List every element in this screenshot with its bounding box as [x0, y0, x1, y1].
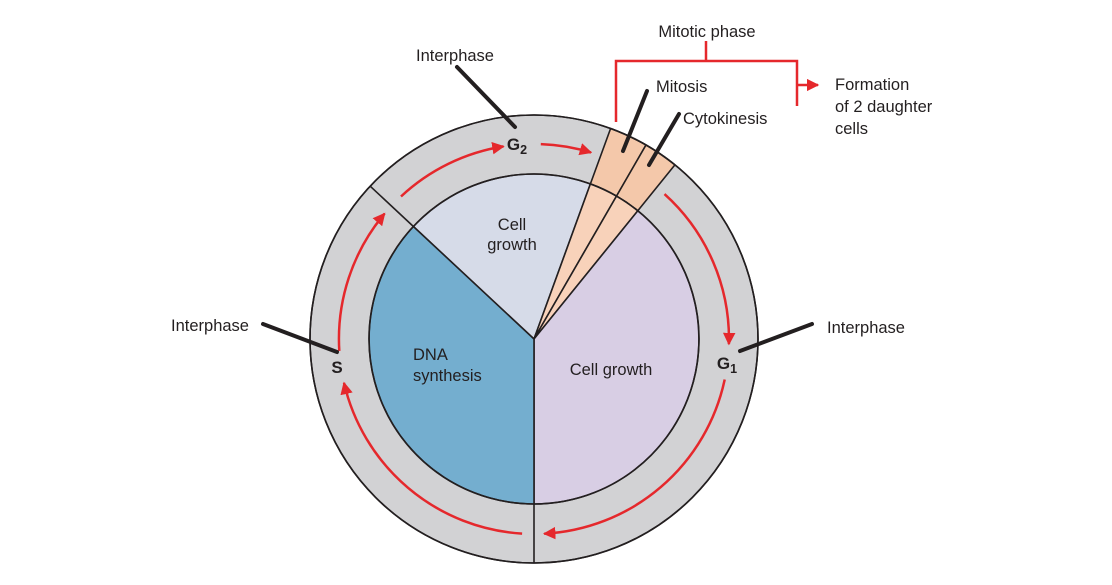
ring-label-g1: G1 — [717, 354, 737, 376]
ring-label-g2: G2 — [507, 135, 527, 157]
mitotic-phase-bracket — [614, 59, 799, 122]
interphase-right-label: Interphase — [827, 319, 905, 337]
formation-label-line1: Formation — [835, 76, 909, 94]
leader-line-interphase-left — [261, 322, 339, 354]
interphase-top-label: Interphase — [416, 47, 494, 65]
formation-label-line2: of 2 daughter — [835, 98, 933, 116]
pie-label-g2-line2: growth — [487, 236, 537, 254]
ring-divider-s-g2 — [369, 185, 414, 228]
pie-label-s-line2: synthesis — [413, 367, 482, 385]
cycle-arrow-g1-to-bottom — [542, 379, 726, 540]
mitotic-phase-label: Mitotic phase — [658, 23, 755, 41]
cycle-arrow-g1-before-label — [663, 193, 736, 346]
cycle-arrow-g2-to-mitosis — [540, 142, 593, 156]
leader-line-interphase-top — [455, 65, 517, 129]
leader-line-mitosis — [621, 89, 649, 153]
cytokinesis-label: Cytokinesis — [683, 110, 767, 128]
pie-label-g2-line1: Cell — [498, 216, 526, 234]
pie-label-g1: Cell growth — [570, 361, 653, 379]
mitosis-label: Mitosis — [656, 78, 707, 96]
pie-label-s-line1: DNA — [413, 346, 448, 364]
cycle-arrow-g2-before-label — [400, 141, 505, 198]
cycle-arrow-s-to-g2 — [337, 212, 386, 351]
leader-line-interphase-right — [738, 322, 814, 353]
formation-label-line3: cells — [835, 120, 868, 138]
cycle-arrow-s-before-label — [340, 381, 523, 535]
leader-line-cytokinesis — [647, 112, 681, 167]
ring-label-s: S — [331, 358, 342, 377]
interphase-left-label: Interphase — [171, 317, 249, 335]
